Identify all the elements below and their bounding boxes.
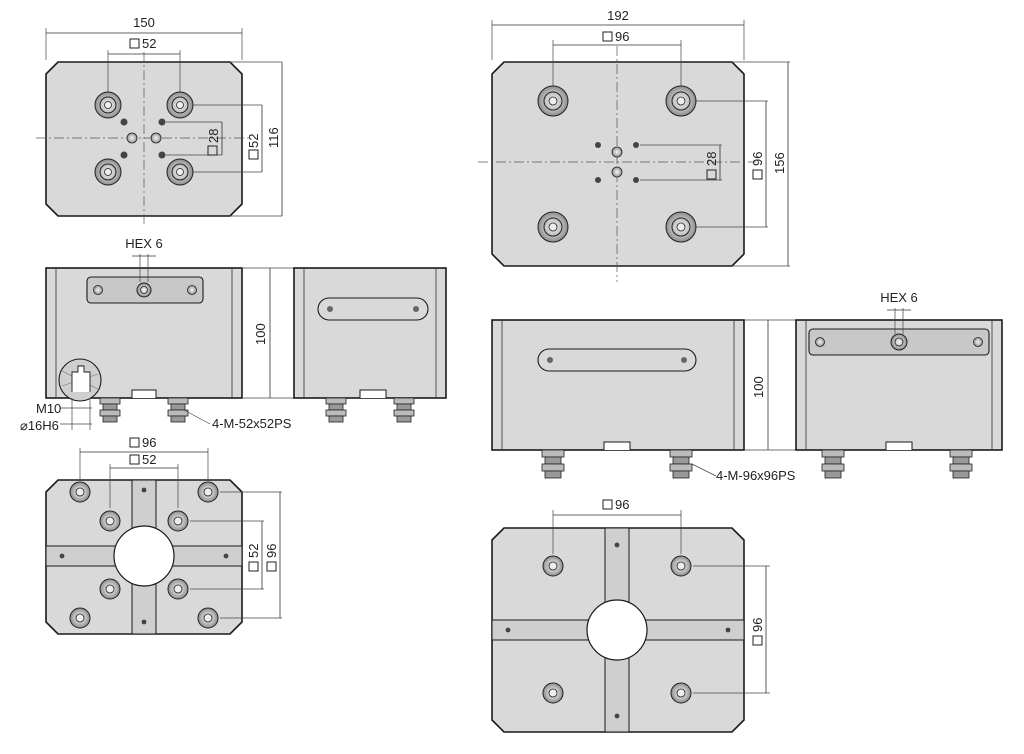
- large-height-dimension: 156: [772, 152, 787, 174]
- large-side-view-right: HEX 6: [795, 290, 1003, 479]
- bolt-hole: [69, 607, 91, 629]
- small-side-view-right: [293, 267, 447, 423]
- pull-stud: [949, 449, 973, 479]
- bolt-hole: [167, 578, 189, 600]
- small-pins-label: 4-M-52x52PS: [212, 416, 292, 431]
- small-bottom-v-outer-dimension: 96: [264, 544, 279, 558]
- large-side-height-dimension: 100: [751, 376, 766, 398]
- small-side-height-dimension: 100: [253, 323, 268, 345]
- bolt-hole: [542, 682, 564, 704]
- small-square-dimension: 52: [246, 134, 261, 148]
- pull-stud: [669, 449, 693, 479]
- small-bottom-view: 96 52 52 96: [45, 435, 282, 635]
- bolt-hole: [99, 510, 121, 532]
- small-bottom-outer-dimension: 96: [142, 435, 156, 450]
- large-inner-dimension: 28: [704, 152, 719, 166]
- small-bottom-v-inner-dimension: 52: [246, 544, 261, 558]
- bolt-hole: [197, 481, 219, 503]
- small-pattern-dimension: 52: [142, 36, 156, 51]
- bolt-hole: [665, 211, 697, 243]
- small-thread-label: M10: [36, 401, 61, 416]
- bolt-hole: [166, 158, 194, 186]
- small-height-dimension: 116: [266, 127, 281, 148]
- pull-stud: [821, 449, 845, 479]
- large-top-view: 192 96 28 96 156: [478, 8, 790, 282]
- large-bottom-view: 96 96: [491, 497, 770, 733]
- small-inner-dimension: 28: [206, 129, 221, 143]
- pull-stud: [325, 397, 347, 423]
- bolt-hole: [94, 158, 122, 186]
- large-hex-label: HEX 6: [880, 290, 918, 305]
- small-width-dimension: 150: [133, 15, 155, 30]
- pull-stud: [393, 397, 415, 423]
- pull-stud: [167, 397, 189, 423]
- large-bottom-side-dimension: 96: [750, 618, 765, 632]
- large-bottom-top-dimension: 96: [615, 497, 629, 512]
- large-width-dimension: 192: [607, 8, 629, 23]
- small-bore-label: ⌀16H6: [20, 418, 59, 433]
- large-side-view-front: 4-M-96x96PS 100: [491, 319, 796, 483]
- bolt-hole: [670, 682, 692, 704]
- bolt-hole: [167, 510, 189, 532]
- bolt-hole: [197, 607, 219, 629]
- bolt-hole: [670, 555, 692, 577]
- bolt-hole: [99, 578, 121, 600]
- small-top-view: 150 52 28 52 116: [36, 15, 283, 226]
- small-side-view-front: HEX 6 M10 ⌀16H6 4-M-52x52PS 100: [20, 236, 294, 433]
- large-pattern-dimension: 96: [615, 29, 629, 44]
- large-square-dimension: 96: [750, 152, 765, 166]
- small-bottom-inner-dimension: 52: [142, 452, 156, 467]
- pull-stud: [99, 397, 121, 423]
- bolt-hole: [542, 555, 564, 577]
- bolt-hole: [537, 85, 569, 117]
- bolt-hole: [69, 481, 91, 503]
- bolt-hole: [166, 91, 194, 119]
- bolt-hole: [665, 85, 697, 117]
- small-hex-label: HEX 6: [125, 236, 163, 251]
- bolt-hole: [537, 211, 569, 243]
- large-pins-label: 4-M-96x96PS: [716, 468, 796, 483]
- bolt-hole: [94, 91, 122, 119]
- pull-stud: [541, 449, 565, 479]
